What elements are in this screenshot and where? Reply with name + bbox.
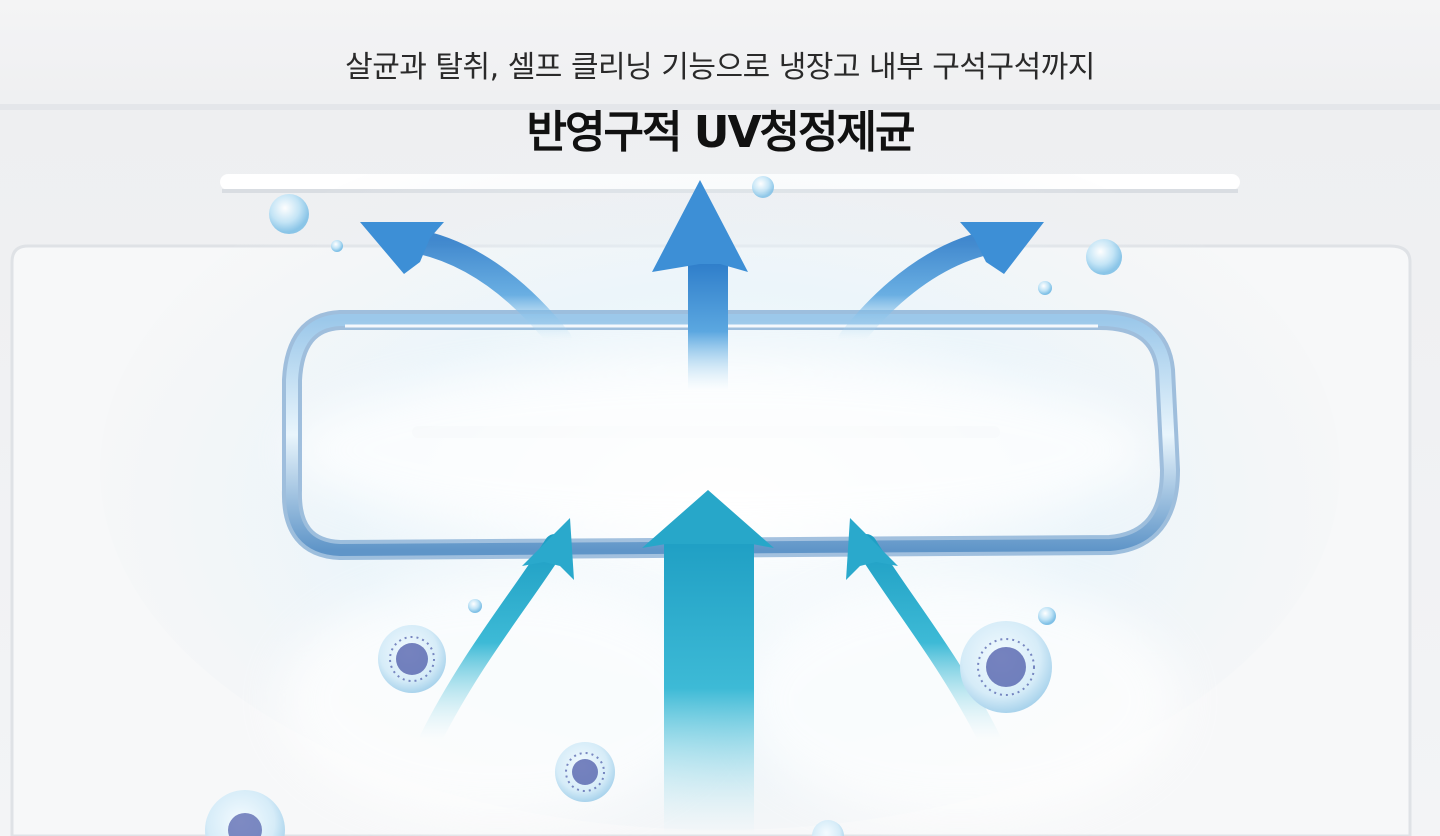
headline-subtitle: 살균과 탈취, 셀프 클리닝 기능으로 냉장고 내부 구석구석까지 — [345, 50, 1095, 85]
germ-icon — [555, 742, 615, 802]
germ-icon — [960, 621, 1052, 713]
arrow-in-center — [642, 490, 774, 836]
arrow-in-left — [419, 518, 574, 751]
germ-icon — [812, 820, 844, 836]
germ-icon — [205, 790, 285, 836]
arrow-out-right — [838, 222, 1044, 352]
arrow-in-right — [846, 518, 1001, 751]
arrow-out-left — [360, 222, 572, 352]
arrow-out-center — [652, 180, 748, 390]
headline-title: 반영구적 UV청정제균 — [526, 107, 916, 158]
water-bubbles — [269, 176, 1122, 625]
germ-icon — [378, 625, 446, 693]
germ-bubbles — [205, 621, 1052, 836]
